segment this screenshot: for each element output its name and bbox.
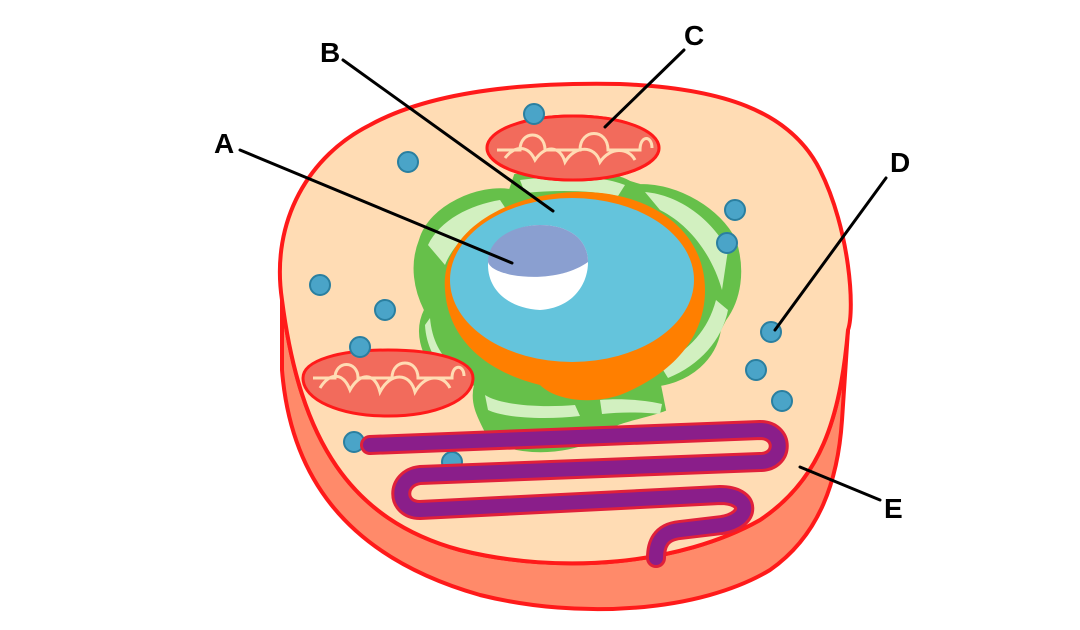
label-d: D: [890, 147, 910, 178]
label-a: A: [214, 128, 234, 159]
label-c: C: [684, 20, 704, 51]
leader-line-c: [603, 48, 686, 129]
mitochondrion-top: [485, 114, 661, 182]
label-b: B: [320, 37, 340, 68]
vesicles: [309, 103, 793, 473]
leader-line-b: [341, 58, 555, 213]
leader-line-a: [238, 148, 514, 265]
tubular-organelle: [360, 420, 789, 568]
leader-line-e: [798, 465, 882, 502]
mitochondrion-left: [301, 348, 475, 418]
leader-line-d: [773, 176, 888, 332]
label-e: E: [884, 493, 903, 524]
